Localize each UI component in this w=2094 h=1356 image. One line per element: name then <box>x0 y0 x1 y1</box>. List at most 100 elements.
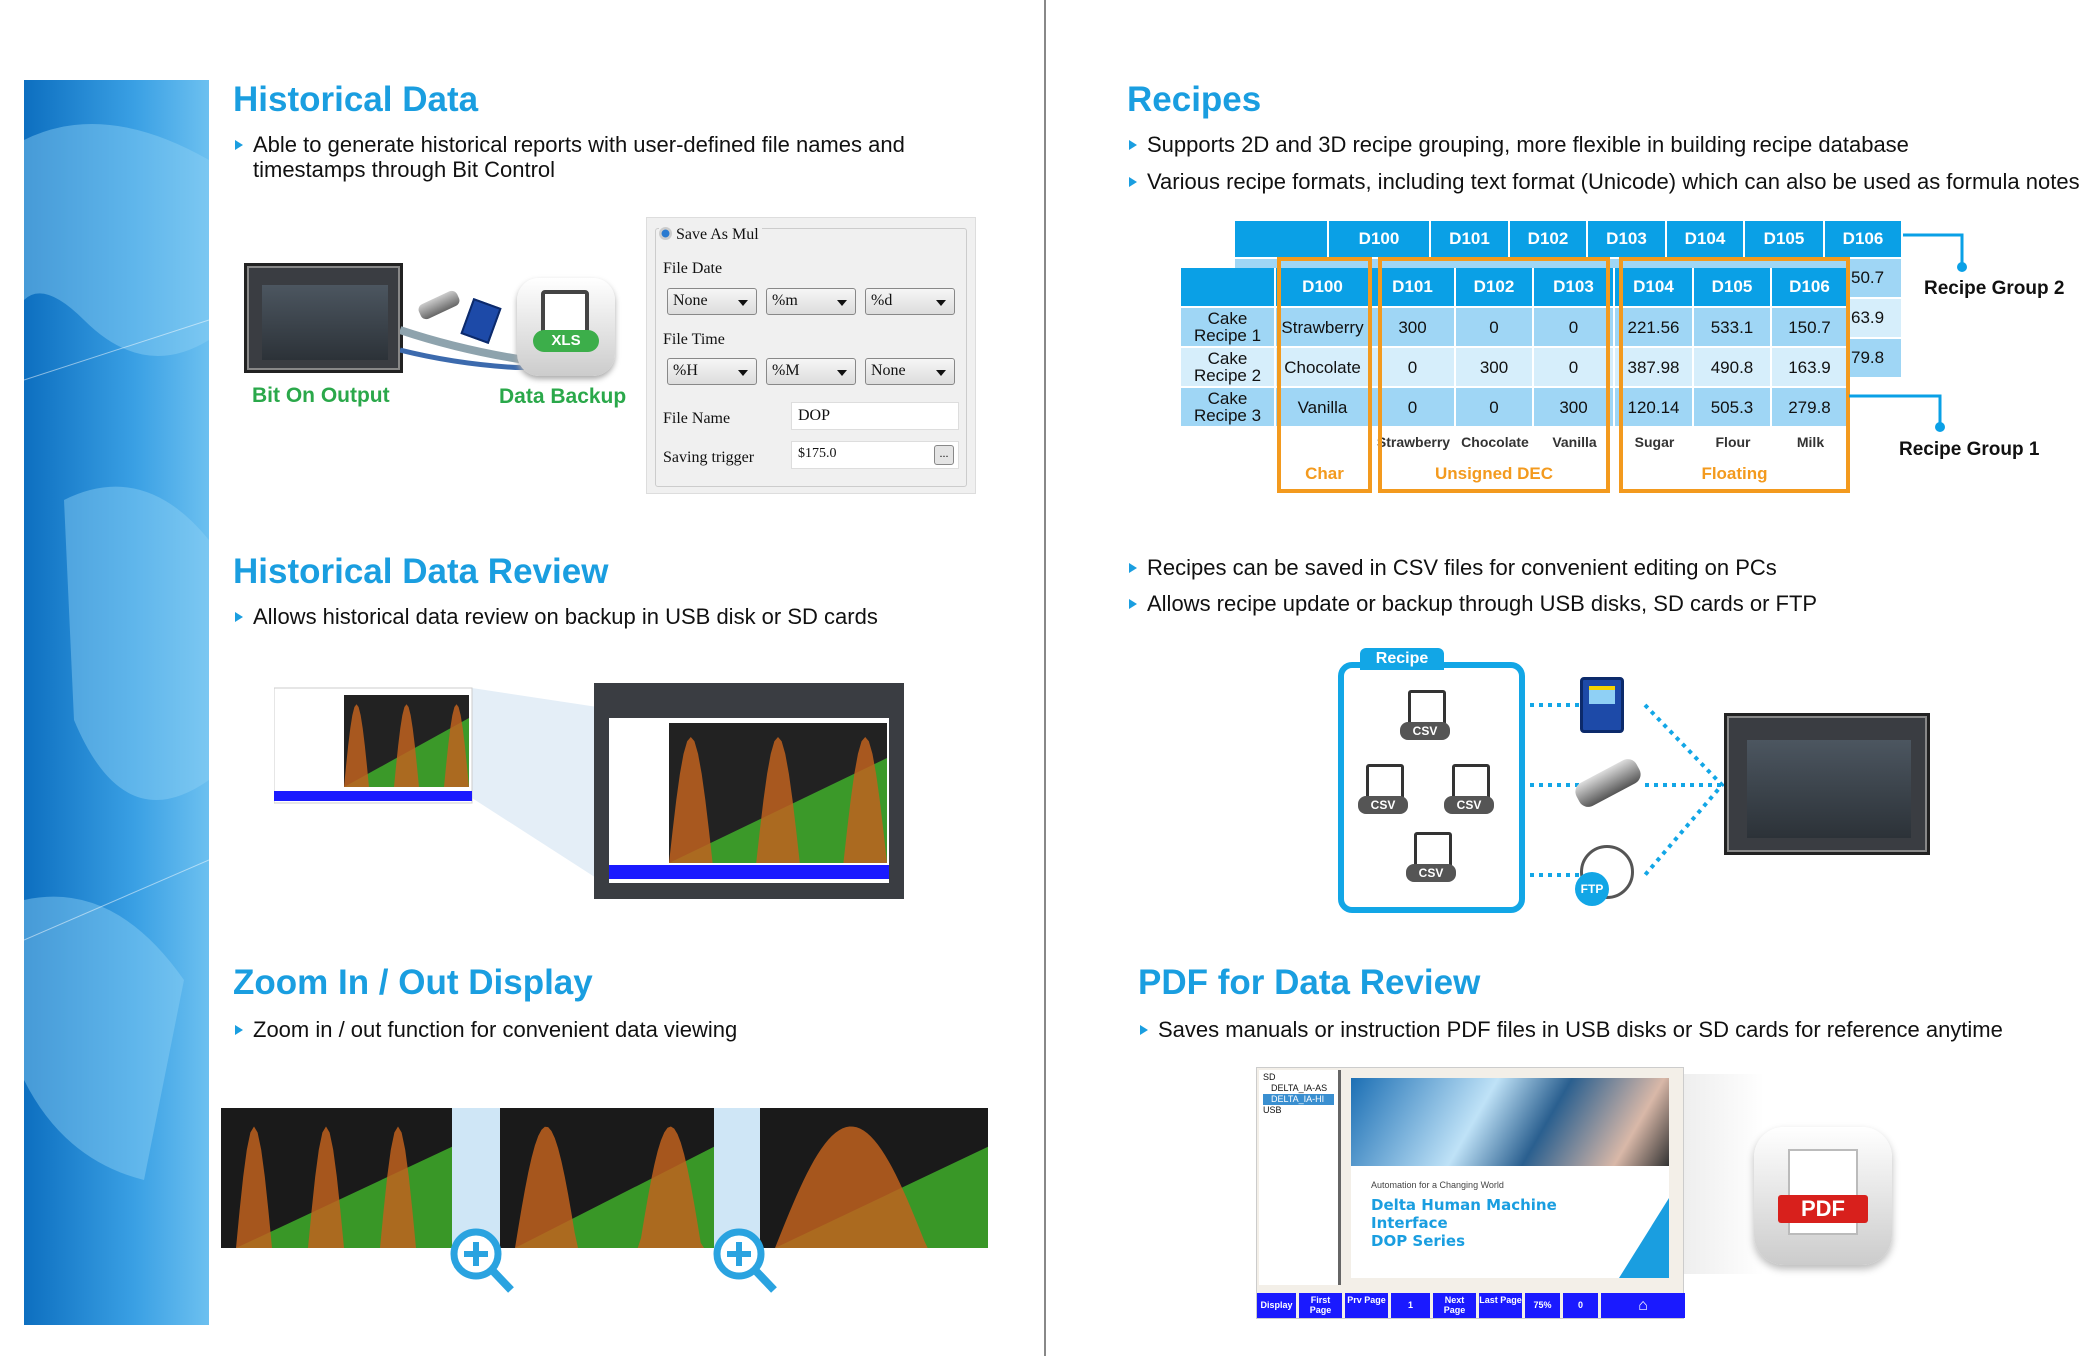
toolbar-button[interactable]: Next Page <box>1433 1293 1476 1318</box>
table-header-cell: D105 <box>1745 221 1825 259</box>
table-cell: 0 <box>1534 308 1615 348</box>
hmi-device-image <box>1724 713 1930 855</box>
csv-file-icon: CSV <box>1442 762 1502 826</box>
table-cell: Chocolate <box>1276 348 1371 388</box>
csv-file-icon: CSV <box>1404 830 1464 894</box>
data-backup-label: Data Backup <box>499 385 627 408</box>
table-header-cell: D101 <box>1371 268 1456 308</box>
decorative-globe-sidebar <box>24 80 209 1325</box>
file-date-select-3[interactable]: %d <box>865 288 955 315</box>
csv-file-icon: CSV <box>1356 762 1416 826</box>
section-title-pdf: PDF for Data Review <box>1138 963 1481 1002</box>
recipe-group-1-label: Recipe Group 1 <box>1899 439 2040 460</box>
tree-item[interactable]: SD <box>1263 1072 1276 1082</box>
column-sublabel: Flour <box>1715 434 1751 450</box>
file-name-input[interactable]: DOP <box>791 402 959 430</box>
table-header-cell: D101 <box>1431 221 1510 259</box>
table-cell: 0 <box>1371 348 1456 388</box>
toolbar-button[interactable]: 0 <box>1563 1293 1598 1318</box>
file-time-select-2[interactable]: %M <box>766 358 856 385</box>
doc-tagline: Automation for a Changing World <box>1371 1180 1504 1190</box>
table-cell: 63.9 <box>1849 299 1903 339</box>
bullet-text: Allows historical data review on backup … <box>233 604 878 629</box>
zoom-charts-illustration <box>221 1108 988 1293</box>
file-date-label: File Date <box>663 260 723 277</box>
connection-cable <box>400 326 526 370</box>
toolbar-button[interactable]: First Page <box>1299 1293 1342 1318</box>
toolbar-button[interactable]: 1 <box>1391 1293 1430 1318</box>
column-sublabel: Strawberry <box>1376 434 1451 450</box>
csv-label: CSV <box>1358 796 1408 814</box>
toolbar-button[interactable]: Prv Page <box>1345 1293 1388 1318</box>
table-header-cell: D102 <box>1456 268 1534 308</box>
file-time-select-1[interactable]: %H <box>667 358 757 385</box>
tree-item-selected[interactable]: DELTA_IA-HI <box>1263 1094 1334 1105</box>
doc-title-line: Interface <box>1371 1214 1448 1232</box>
recipe-group-2-label: Recipe Group 2 <box>1924 278 2065 299</box>
table-cell: 387.98 <box>1615 348 1694 388</box>
table-cell: 0 <box>1456 388 1534 428</box>
ftp-icon: FTP <box>1575 872 1609 906</box>
table-header-cell: D104 <box>1667 221 1745 259</box>
file-time-label: File Time <box>663 331 725 348</box>
tree-item[interactable]: DELTA_IA-AS <box>1271 1083 1328 1093</box>
file-date-select-1[interactable]: None <box>667 288 757 315</box>
file-name-label: File Name <box>663 410 731 427</box>
page-divider <box>1044 0 1046 1356</box>
radio-label: Save As Mul <box>676 226 759 243</box>
saving-trigger-input[interactable]: $175.0 <box>791 441 959 469</box>
bit-on-output-label: Bit On Output <box>252 384 390 407</box>
bullet-text: Allows recipe update or backup through U… <box>1127 591 1817 616</box>
sd-card-icon <box>1580 677 1624 733</box>
pdf-page: Automation for a Changing World Delta Hu… <box>1351 1078 1669 1278</box>
browse-button[interactable]: ... <box>934 445 954 465</box>
data-type-label: Unsigned DEC <box>1434 464 1554 483</box>
toolbar-button[interactable]: 75% <box>1525 1293 1560 1318</box>
table-cell: 50.7 <box>1849 259 1903 299</box>
file-tree: SD DELTA_IA-AS DELTA_IA-HI USB <box>1259 1070 1341 1285</box>
hmi-device-image <box>244 263 403 373</box>
table-cell: 120.14 <box>1615 388 1694 428</box>
table-header-cell: D100 <box>1276 268 1371 308</box>
toolbar-button[interactable]: Display <box>1257 1293 1296 1318</box>
table-header-cell: D104 <box>1615 268 1694 308</box>
section-title-historical-data: Historical Data <box>233 80 479 119</box>
column-sublabel: Milk <box>1796 434 1825 450</box>
data-type-label: Floating <box>1701 464 1768 483</box>
toolbar-button[interactable]: Last Page <box>1479 1293 1522 1318</box>
table-header-cell: D103 <box>1534 268 1615 308</box>
column-sublabel: Vanilla <box>1552 434 1597 450</box>
bullet-text: Zoom in / out function for convenient da… <box>233 1017 737 1042</box>
table-cell: Vanilla <box>1276 388 1371 428</box>
save-as-mul-radio[interactable]: Save As Mul <box>659 226 762 244</box>
recipe-group-overlay <box>1277 233 1967 493</box>
table-cell: 300 <box>1456 348 1534 388</box>
table-cell: 163.9 <box>1772 348 1849 388</box>
row-label: Cake Recipe 3 <box>1181 388 1276 428</box>
csv-label: CSV <box>1444 796 1494 814</box>
historical-review-illustration <box>274 683 904 899</box>
pdf-file-icon: PDF <box>1754 1127 1892 1265</box>
csv-file-icon: CSV <box>1398 688 1458 752</box>
table-cell: 0 <box>1456 308 1534 348</box>
xls-label: XLS <box>533 330 599 352</box>
bullet-text: Recipes can be saved in CSV files for co… <box>1127 555 1777 580</box>
transfer-dotted-lines <box>1530 703 1725 877</box>
recipe-csv-box: Recipe <box>1338 648 1525 913</box>
save-settings-dialog: Save As Mul File Date None %m %d File Ti… <box>646 217 976 494</box>
zoom-in-icon <box>713 1228 777 1293</box>
section-title-zoom: Zoom In / Out Display <box>233 963 593 1002</box>
file-time-select-3[interactable]: None <box>865 358 955 385</box>
table-cell: 221.56 <box>1615 308 1694 348</box>
table-cell: 0 <box>1534 348 1615 388</box>
zoom-shadow <box>1684 1074 1764 1274</box>
table-header-cell: D106 <box>1825 221 1903 259</box>
section-title-recipes: Recipes <box>1127 80 1262 119</box>
data-type-label: Char <box>1305 464 1344 483</box>
home-button[interactable]: ⌂ <box>1601 1293 1685 1318</box>
table-cell: 533.1 <box>1694 308 1772 348</box>
tree-item[interactable]: USB <box>1263 1105 1282 1115</box>
recipe-tab-label: Recipe <box>1360 648 1444 670</box>
file-date-select-2[interactable]: %m <box>766 288 856 315</box>
